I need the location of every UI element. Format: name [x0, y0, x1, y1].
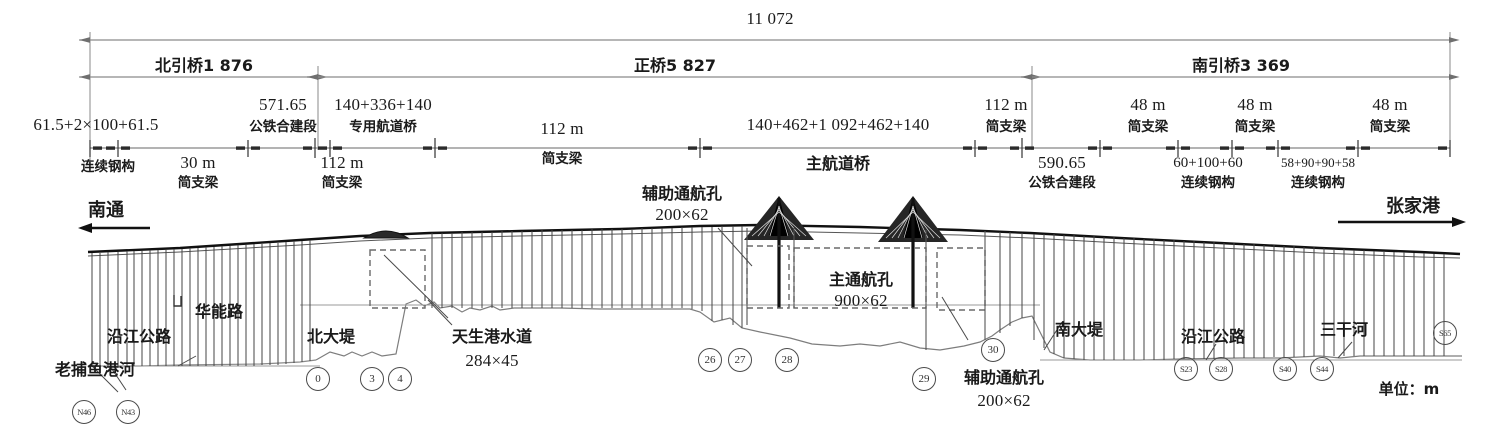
- span-dim-7: 112 m: [984, 95, 1028, 114]
- site-label-south-dike: 南大堤: [1054, 320, 1104, 339]
- pier-columns-mid: [431, 226, 743, 328]
- span-dim-3: 112 m: [320, 153, 364, 172]
- span-dim-2: 571.65: [259, 95, 307, 114]
- span-type-5: 简支梁: [541, 151, 583, 167]
- span-dim-10: 60+100+60: [1173, 155, 1243, 171]
- span-dim-0: 61.5+2×100+61.5: [33, 115, 159, 134]
- site-label-yanjiang-road-north: 沿江公路: [106, 327, 172, 346]
- main-channel-size: 900×62: [834, 291, 888, 310]
- span-dim-12: 58+90+90+58: [1281, 155, 1355, 170]
- span-type-3: 简支梁: [321, 175, 363, 191]
- pier-marker: 0: [306, 367, 330, 391]
- section-label-south-approach: 南引桥3 369: [1191, 56, 1291, 75]
- span-type-0: 连续钢构: [81, 159, 135, 175]
- main-channel-label: 主通航孔: [828, 270, 894, 289]
- unit-note: 单位：m: [1378, 380, 1440, 398]
- pier-marker: S28: [1209, 357, 1233, 381]
- special-nav-channel-box: [369, 249, 426, 309]
- span-type-8: 公铁合建段: [1028, 175, 1096, 191]
- direction-arrows: [78, 217, 1466, 233]
- span-type-9: 简支梁: [1127, 119, 1169, 135]
- pier-marker: 30: [981, 338, 1005, 362]
- dim-tick-dots: [93, 146, 1447, 150]
- span-dim-5: 112 m: [540, 119, 584, 138]
- span-type-12: 连续钢构: [1291, 175, 1345, 191]
- span-type-11: 简支梁: [1234, 119, 1276, 135]
- huanenglu-marker: [173, 295, 182, 307]
- aux-channel-size-left: 200×62: [655, 205, 709, 224]
- span-dim-1: 30 m: [180, 153, 216, 172]
- span-type-10: 连续钢构: [1181, 175, 1235, 191]
- span-type-4: 专用航道桥: [349, 119, 417, 135]
- site-label-tianshenggang-waterway: 天生港水道: [451, 327, 533, 346]
- pier-marker: 28: [775, 348, 799, 372]
- span-type-13: 简支梁: [1369, 119, 1411, 135]
- span-type-6: 主航道桥: [805, 154, 871, 173]
- pier-marker: 4: [388, 367, 412, 391]
- span-dim-6: 140+462+1 092+462+140: [746, 115, 930, 134]
- pier-columns-north: [91, 240, 311, 366]
- pier-marker: 26: [698, 348, 722, 372]
- span-dim-8: 590.65: [1038, 153, 1086, 172]
- span-type-2: 公铁合建段: [249, 119, 317, 135]
- pier-marker: S23: [1174, 357, 1198, 381]
- pier-marker: S40: [1273, 357, 1297, 381]
- direction-label-nantong: 南通: [88, 200, 124, 221]
- dim-ticks: [89, 138, 1451, 158]
- main-bridge-piers: [746, 228, 986, 350]
- pier-marker: 3: [360, 367, 384, 391]
- pier-marker: 29: [912, 367, 936, 391]
- site-label-huanenglu: 华能路: [194, 302, 244, 321]
- direction-label-zhangjiagang: 张家港: [1386, 196, 1440, 217]
- site-label-yanjiang-road-south: 沿江公路: [1180, 327, 1246, 346]
- special-nav-bridge-hump: [362, 230, 410, 239]
- aux-channel-label-left: 辅助通航孔: [641, 184, 723, 203]
- aux-channel-size-right: 200×62: [977, 391, 1031, 410]
- main-tower-1: [744, 196, 814, 308]
- pier-marker: N43: [116, 400, 140, 424]
- site-label-north-dike: 北大堤: [306, 327, 356, 346]
- pier-marker: N46: [72, 400, 96, 424]
- pier-marker: S44: [1310, 357, 1334, 381]
- total-length-label: 11 072: [746, 9, 794, 28]
- span-type-1: 简支梁: [177, 175, 219, 191]
- pier-marker: 27: [728, 348, 752, 372]
- section-label-north-approach: 北引桥1 876: [154, 56, 254, 75]
- span-type-7: 简支梁: [985, 119, 1027, 135]
- span-dim-11: 48 m: [1237, 95, 1273, 114]
- span-dim-13: 48 m: [1372, 95, 1408, 114]
- main-tower-2: [878, 196, 948, 308]
- site-size-tianshenggang: 284×45: [465, 351, 519, 370]
- site-label-sanganhe: 三干河: [1319, 320, 1369, 339]
- aux-channel-label-right: 辅助通航孔: [963, 368, 1045, 387]
- pier-marker: S65: [1433, 321, 1457, 345]
- span-dim-4: 140+336+140: [334, 95, 432, 114]
- section-label-main-bridge: 正桥5 827: [633, 56, 717, 75]
- site-label-laobuyu-river: 老捕鱼港河: [54, 360, 136, 379]
- span-dim-9: 48 m: [1130, 95, 1166, 114]
- leader-lines: [91, 227, 1353, 393]
